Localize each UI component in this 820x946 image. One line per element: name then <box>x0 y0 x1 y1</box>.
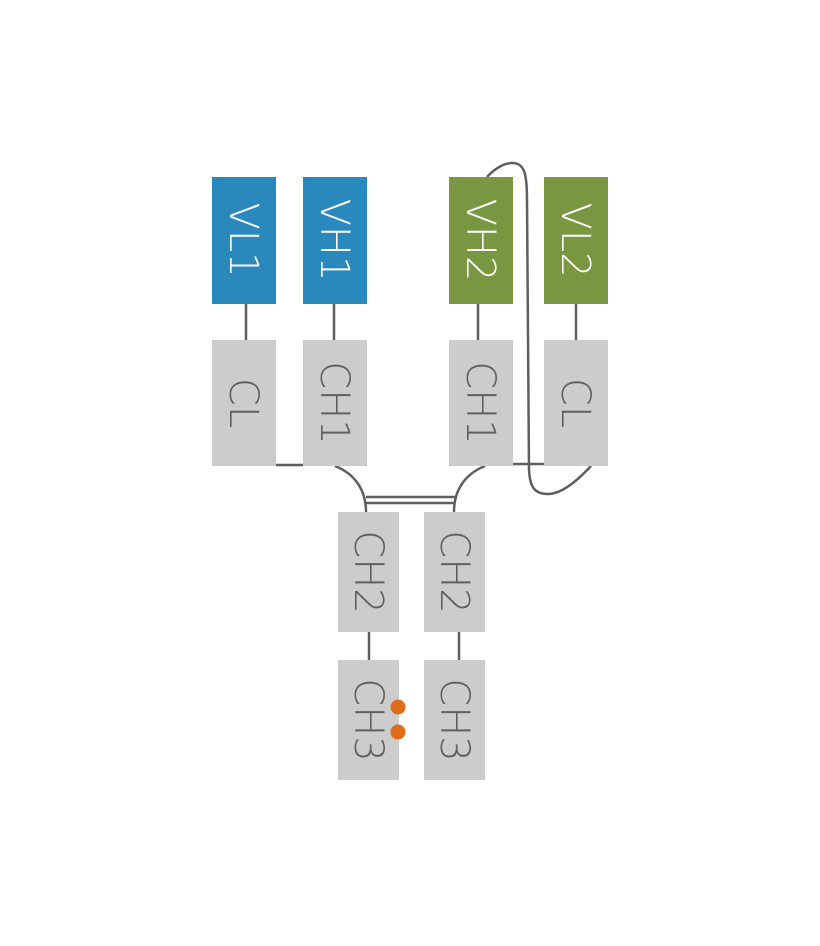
domain-label: VH1 <box>311 199 357 282</box>
domain-cl-right: CL <box>544 340 608 466</box>
domain-label: CH1 <box>311 361 357 444</box>
domain-label: CH3 <box>345 678 391 761</box>
domain-vh2: VH2 <box>449 177 513 304</box>
domain-vl2: VL2 <box>544 177 608 304</box>
domain-label: CH1 <box>457 361 503 444</box>
mutation-dot <box>390 699 406 715</box>
domain-label: CH2 <box>431 530 477 613</box>
domain-ch1-left: CH1 <box>303 340 367 466</box>
mutation-dot <box>390 724 406 740</box>
domain-ch1-right: CH1 <box>449 340 513 466</box>
domain-ch2-right: CH2 <box>424 512 485 632</box>
domain-label: CL <box>552 378 598 428</box>
domain-cl-left: CL <box>212 340 276 466</box>
domain-label: CL <box>220 378 266 428</box>
domain-label: VL1 <box>220 202 266 277</box>
connectors <box>244 161 592 660</box>
domain-vl1: VL1 <box>212 177 276 304</box>
domain-label: VL2 <box>552 202 598 277</box>
domain-ch3-right: CH3 <box>424 660 485 780</box>
hinge-left <box>334 464 368 513</box>
domain-ch2-left: CH2 <box>338 512 399 632</box>
domain-label: VH2 <box>457 199 503 282</box>
domain-ch3-left: CH3 <box>338 660 399 780</box>
domain-label: CH2 <box>345 530 391 613</box>
domain-label: CH3 <box>431 678 477 761</box>
hinge-right <box>452 464 486 513</box>
scfv-linker-loop <box>486 161 592 496</box>
domain-vh1: VH1 <box>303 177 367 304</box>
